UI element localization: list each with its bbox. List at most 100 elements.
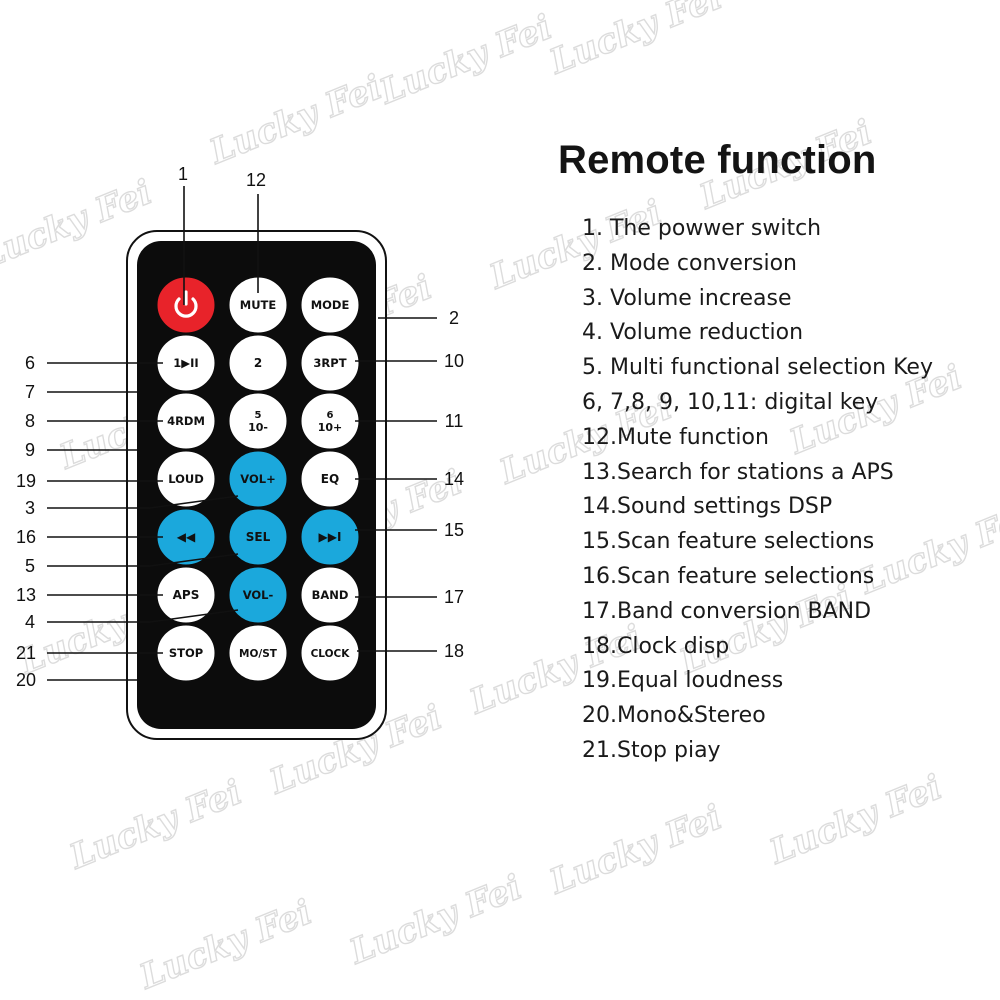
callout-number-1: 1 (178, 164, 188, 184)
vol-down-label: VOL- (243, 588, 274, 602)
callout-line-4-diag (149, 609, 239, 623)
vol-up-button[interactable]: VOL+ (228, 450, 288, 508)
function-item: 5. Multi functional selection Key (582, 355, 933, 381)
eq-label: EQ (321, 472, 339, 486)
function-item: 14.Sound settings DSP (582, 494, 833, 520)
callout-number-2: 2 (449, 308, 459, 328)
key-5-button[interactable]: 510- (228, 392, 288, 450)
band-button-face (300, 566, 360, 624)
callout-number-15: 15 (444, 520, 464, 540)
power-button[interactable] (156, 276, 216, 334)
key-6-label: 6 (327, 410, 334, 421)
callout-number-17: 17 (444, 587, 464, 607)
function-item: 13.Search for stations a APS (582, 459, 894, 485)
mute-button[interactable]: MUTE (228, 276, 288, 334)
loud-button-face (156, 450, 216, 508)
key-5-button-face (228, 392, 288, 450)
function-item: 3. Volume increase (582, 285, 792, 311)
callout-number-14: 14 (444, 469, 464, 489)
play-pause-label: 1▶II (173, 356, 198, 370)
callout-number-6: 6 (25, 353, 35, 373)
function-item: 1. The powwer switch (582, 216, 822, 241)
key-2-button[interactable]: 2 (228, 334, 288, 392)
mo-st-button-face (228, 624, 288, 682)
callout-number-8: 8 (25, 411, 35, 431)
callout-number-11: 11 (445, 411, 464, 431)
vol-up-label: VOL+ (240, 472, 275, 486)
aps-label: APS (173, 588, 200, 602)
function-item: 21.Stop piay (582, 737, 721, 763)
function-item: 16.Scan feature selections (582, 563, 875, 589)
callout-number-12: 12 (246, 170, 266, 190)
play-pause-button[interactable]: 1▶II (156, 334, 216, 392)
mo-st-label: MO/ST (239, 648, 278, 660)
mode-button[interactable]: MODE (300, 276, 360, 334)
mo-st-button[interactable]: MO/ST (228, 624, 288, 682)
sel-button[interactable]: SEL (228, 508, 288, 566)
key-6-button[interactable]: 610+ (300, 392, 360, 450)
key-6-sublabel: 10+ (318, 421, 343, 434)
clock-button[interactable]: CLOCK (300, 624, 360, 682)
key-5-label: 5 (255, 410, 262, 421)
vol-down-button[interactable]: VOL- (228, 566, 288, 624)
clock-button-face (300, 624, 360, 682)
mode-label: MODE (311, 298, 350, 312)
function-item: 18.Clock disp (582, 633, 730, 659)
next-button-face (300, 508, 360, 566)
callout-number-9: 9 (25, 440, 35, 460)
power-icon (174, 290, 198, 318)
callout-number-18: 18 (444, 641, 464, 661)
mode-button-face (300, 276, 360, 334)
function-legend: 1. The powwer switch 2. Mode conversion 3.… (582, 212, 992, 769)
rdm-button[interactable]: 4RDM (156, 392, 216, 450)
sel-label: SEL (246, 530, 271, 544)
function-item: 6, 7,8, 9, 10,11: digital key (582, 389, 879, 415)
band-label: BAND (312, 588, 349, 602)
vol-up-button-face (228, 450, 288, 508)
function-item: 4. Volume reduction (582, 320, 804, 346)
aps-button[interactable]: APS (156, 566, 216, 624)
function-item: 15.Scan feature selections (582, 529, 875, 555)
function-item: 2. Mode conversion (582, 250, 797, 276)
key-2-label: 2 (254, 356, 262, 370)
eq-button[interactable]: EQ (300, 450, 360, 508)
rpt-button-face (300, 334, 360, 392)
next-button[interactable]: ▶▶I (300, 508, 360, 566)
loud-label: LOUD (168, 472, 204, 486)
callout-number-5: 5 (25, 556, 35, 576)
rpt-label: 3RPT (313, 356, 346, 370)
loud-button[interactable]: LOUD (156, 450, 216, 508)
vol-down-button-face (228, 566, 288, 624)
callout-line-5-diag (149, 553, 239, 567)
page-title: Remote function (558, 138, 877, 182)
band-button[interactable]: BAND (300, 566, 360, 624)
next-label: ▶▶I (319, 530, 342, 544)
callout-number-16: 16 (16, 527, 36, 547)
function-item: 20.Mono&Stereo (582, 703, 766, 729)
callout-number-20: 20 (16, 670, 36, 690)
rdm-label: 4RDM (167, 414, 205, 428)
clock-label: CLOCK (311, 648, 351, 660)
function-item: 19.Equal loudness (582, 668, 784, 694)
stop-label: STOP (169, 646, 203, 660)
callout-number-13: 13 (16, 585, 36, 605)
function-item: 17.Band conversion BAND (582, 598, 872, 624)
sel-button-face (228, 508, 288, 566)
rpt-button[interactable]: 3RPT (300, 334, 360, 392)
prev-button[interactable]: ◀◀ (156, 508, 216, 566)
prev-label: ◀◀ (177, 530, 196, 544)
key-5-sublabel: 10- (248, 421, 268, 434)
callout-number-7: 7 (25, 382, 35, 402)
key-2-button-face (228, 334, 288, 392)
callout-number-4: 4 (25, 612, 35, 632)
function-item: 12.Mute function (582, 424, 769, 450)
callout-number-3: 3 (25, 498, 35, 518)
callout-number-21: 21 (16, 643, 36, 663)
stop-button[interactable]: STOP (156, 624, 216, 682)
callout-line-3-diag (149, 495, 239, 509)
mute-label: MUTE (240, 298, 277, 312)
callout-number-10: 10 (444, 351, 464, 371)
callout-number-19: 19 (16, 471, 36, 491)
